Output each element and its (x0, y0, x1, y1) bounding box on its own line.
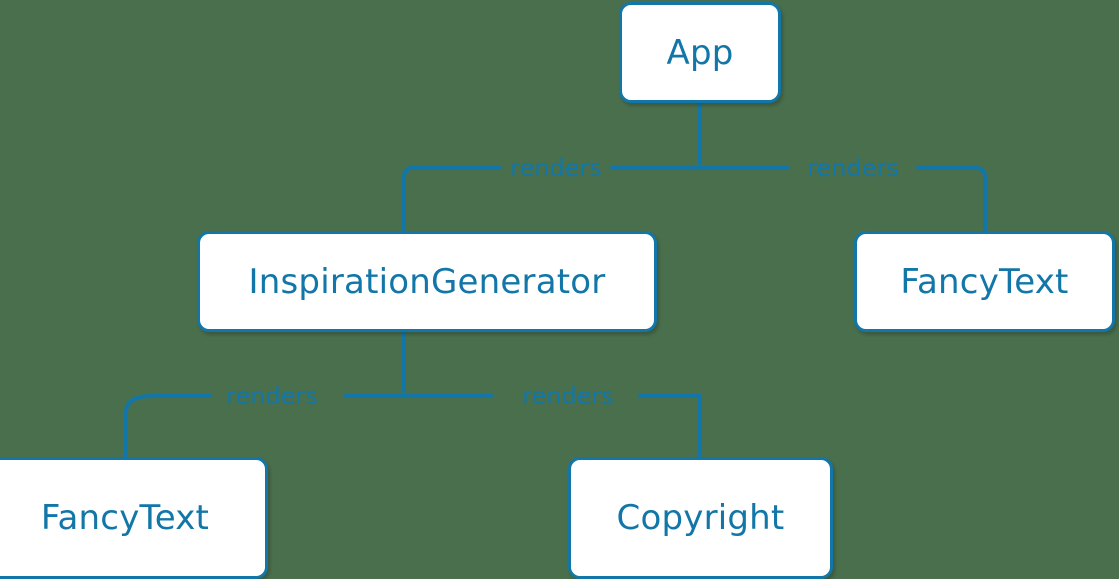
node-app[interactable]: App (619, 2, 781, 103)
edge-app-to-inspgen-drop (402, 166, 414, 233)
node-inspiration-generator[interactable]: InspirationGenerator (197, 231, 657, 332)
node-fancy-text-right-label: FancyText (900, 261, 1069, 302)
edge-label-app-to-inspgen: renders (510, 154, 602, 182)
node-app-label: App (666, 32, 734, 73)
node-fancy-text-left[interactable]: FancyText (0, 457, 268, 579)
node-inspiration-generator-label: InspirationGenerator (248, 261, 606, 302)
edge-inspgen-to-fancyleft-drop (124, 394, 154, 459)
node-fancy-text-right[interactable]: FancyText (854, 231, 1115, 332)
edge-label-inspgen-to-fancytext-left: renders (226, 382, 318, 410)
node-fancy-text-left-label: FancyText (40, 498, 210, 538)
node-copyright-label: Copyright (616, 498, 785, 538)
edge-label-inspgen-to-copyright: renders (522, 382, 614, 410)
edge-app-to-fancyright-drop (974, 166, 987, 233)
node-copyright[interactable]: Copyright (568, 457, 833, 579)
edge-label-app-to-fancytext-right: renders (807, 154, 899, 182)
